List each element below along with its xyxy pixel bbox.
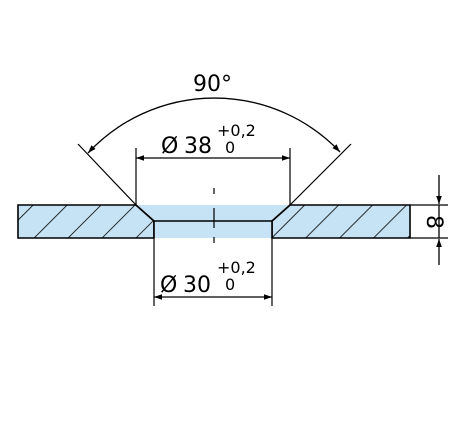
thickness-label: 8 — [421, 215, 446, 229]
angle-label: 90° — [193, 72, 232, 97]
angle-dimension: 90° — [77, 72, 352, 206]
bore-tolerance-lower: 0 — [225, 275, 235, 294]
thickness-dimension: 8 — [410, 175, 448, 265]
bore-diameter-dimension: Ø 30 +0,2 0 — [153, 238, 273, 306]
countersink-diameter-symbol: Ø — [161, 134, 178, 159]
countersink-tolerance-upper: +0,2 — [217, 121, 256, 140]
bore-tolerance-upper: +0,2 — [217, 258, 256, 277]
plate-section-left — [17, 204, 155, 239]
countersink-diameter-dimension: Ø 38 +0,2 0 — [135, 121, 291, 205]
plate-section-right — [271, 204, 411, 239]
countersink-tolerance-lower: 0 — [225, 138, 235, 157]
bore-diameter-value: 30 — [183, 273, 211, 298]
bore-diameter-symbol: Ø — [160, 273, 177, 298]
countersink-diameter-value: 38 — [184, 134, 212, 159]
hole-profile — [135, 204, 291, 238]
